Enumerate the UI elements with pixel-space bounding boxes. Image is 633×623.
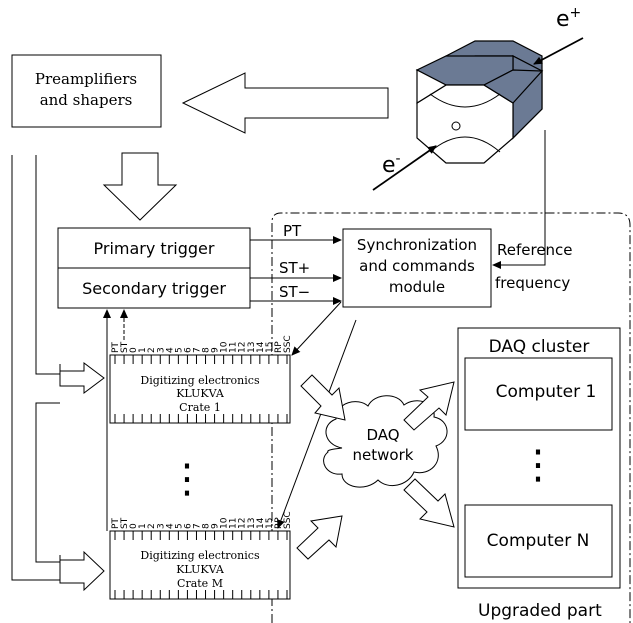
crate-m-channel-label: 4 [165,523,175,529]
crate-m-line3: Crate M [177,577,223,590]
crate-1-channel-label: 3 [156,347,166,353]
positron-beam-arrow [533,37,584,65]
crate-1-channel-label: 7 [192,347,202,353]
crate-m-channel-label: 7 [192,523,202,529]
preamp-to-cratem-arrow [59,550,105,592]
daq-network-line2: network [353,446,414,464]
crate-m-channel-label: 8 [202,523,212,529]
crate-m-channel-label: 14 [256,517,266,529]
st-plus-signal-label: ST+ [279,259,310,277]
crate1-to-network-arrow [300,374,346,421]
reference-label-line2: frequency [495,274,570,292]
crate-1-channel-label: 15 [265,342,275,353]
electron-label: e- [382,151,401,178]
preamp-outer-line [11,155,60,581]
detector-icon [415,40,544,164]
crate-1-channel-label: 6 [183,347,193,353]
crate-1-channel-label: 8 [202,347,212,353]
computer-n-box [464,504,613,578]
crate-loop-line [35,402,60,563]
preamp-to-trigger-arrow [102,152,178,221]
positron-label: e+ [556,5,581,32]
crates-ellipsis: ⋮ [167,456,207,502]
crate-1-channel-label: 1 [138,347,148,353]
crate-1-channel-label: 13 [247,342,257,353]
crate-1-channel-label: 5 [174,347,184,353]
preamp-to-crate1-arrow [59,362,105,394]
sync-module-block [342,228,492,308]
sync-to-crate1-arrow [291,301,342,356]
crate-1-channel-label: SSC [283,335,293,353]
crate-1-channel-label: 0 [129,347,139,353]
crate-m-line2: KLUKVA [176,563,225,576]
daq-network-line1: DAQ [366,426,399,444]
sync-module-line1: Synchronization [357,236,477,254]
crate-1-channel-label: RP [274,341,284,353]
crate-m-channel-label: 11 [229,518,239,529]
crate-m: Digitizing electronics KLUKVA Crate M PT… [109,511,293,600]
preamplifiers-block [11,54,162,128]
crate-m-channel-label: 3 [156,523,166,529]
crate-1: Digitizing electronics KLUKVA Crate 1 PT… [109,335,293,424]
reference-label-line1: Reference [497,241,573,259]
preamplifiers-label-line2: and shapers [40,91,133,109]
crate-1-channel-label: ST [120,341,130,353]
crate-1-channel-label: 14 [256,341,266,353]
network-to-computern-arrow [403,478,455,528]
computer-1-label: Computer 1 [496,382,597,402]
sync-module-line2: and commands [359,257,475,275]
computer-n-label: Computer N [487,531,590,551]
crate-m-channel-label: 9 [211,523,221,529]
sync-to-cratem-arrow [277,319,357,529]
crate-m-channel-label: 2 [147,523,157,529]
crate-m-channel-label: ST [120,517,130,529]
electron-beam-arrow [372,145,437,191]
crate-m-channel-label: 12 [238,518,248,529]
crate-m-channel-label: 0 [129,523,139,529]
crate-m-channel-label: SSC [283,511,293,529]
crate-m-channel-label: 1 [138,523,148,529]
reference-frequency-arrow [492,130,546,269]
crate-m-channel-label: 15 [265,518,275,529]
crate-1-channel-label: 9 [211,347,221,353]
secondary-trigger-label: Secondary trigger [82,279,226,298]
crate-1-channel-label: 2 [147,347,157,353]
sync-module-line3: module [389,278,445,296]
crate-1-channel-label: 11 [229,342,239,353]
computers-ellipsis: ⋮ [518,442,558,488]
upgraded-part-label: Upgraded part [478,601,602,621]
detector-to-preamp-arrow [181,72,389,134]
crate-1-channel-label: 10 [220,341,230,353]
crate-m-line1: Digitizing electronics [140,549,260,562]
crate-1-channel-label: 12 [238,342,248,353]
preamp-to-crate1-line [35,155,60,375]
primary-trigger-label: Primary trigger [94,239,215,258]
crate-m-channel-label: PT [111,518,121,529]
crate-m-channel-label: 6 [183,523,193,529]
daq-cluster-label: DAQ cluster [489,337,590,357]
st-minus-signal-label: ST− [279,283,310,301]
crate-1-line2: KLUKVA [176,387,225,400]
cratem-to-network-arrow [296,515,343,560]
network-to-computer1-arrow [403,381,455,431]
crate-m-channel-label: 5 [174,523,184,529]
crate-1-line3: Crate 1 [179,401,221,414]
crate-1-line1: Digitizing electronics [140,374,260,387]
crate-m-channel-label: 13 [247,518,257,529]
crate-m-channel-label: 10 [220,517,230,529]
crate-1-channel-label: 4 [165,347,175,353]
computer-1-box [464,357,613,431]
upgraded-part-boundary [271,212,631,623]
preamplifiers-label-line1: Preamplifiers [35,70,137,88]
crate-1-channel-label: PT [111,342,121,353]
pt-signal-label: PT [283,222,302,240]
